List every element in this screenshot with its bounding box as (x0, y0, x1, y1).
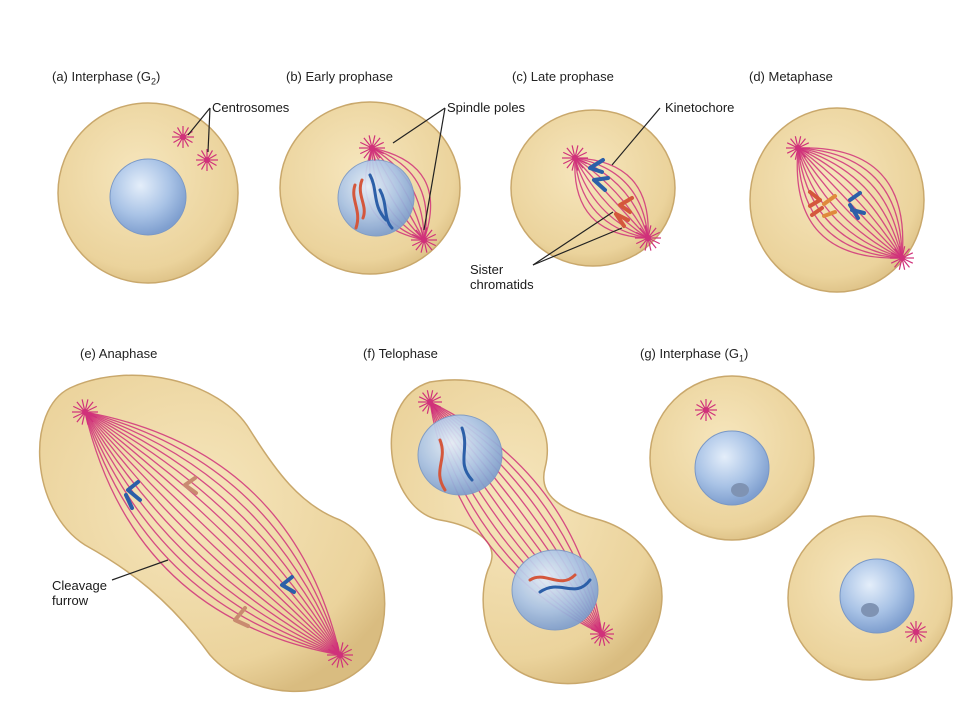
spindle-fiber-e (84, 411, 341, 656)
centrosome-a-1 (172, 126, 194, 148)
spindle-fiber-c (574, 157, 649, 239)
spindle-fiber-d (797, 147, 903, 259)
spindle-fiber-e (84, 411, 341, 656)
spindle-fiber-e (84, 411, 341, 656)
spindle-fiber-c (574, 157, 649, 239)
spindle-fiber-e (84, 411, 341, 656)
nucleus-a (109, 158, 187, 236)
spindle-pole-b-1 (359, 135, 385, 161)
chromosomes-f (438, 426, 592, 594)
chromosomes-c (588, 158, 634, 228)
callout-centrosomes: Centrosomes (212, 100, 290, 115)
nucleus-f-lower (511, 549, 599, 631)
spindle-fiber-d (796, 147, 903, 259)
nucleolus-g-upper (731, 483, 749, 497)
spindle-pole-c-2 (635, 225, 661, 251)
centrosome-g-upper (695, 399, 717, 421)
nucleus-f-upper (417, 414, 503, 496)
chromosomes-b (352, 173, 394, 230)
spindle-fiber-e (84, 411, 341, 656)
spindle-pole-e-1 (72, 399, 98, 425)
panel-title-b: (b) Early prophase (286, 69, 393, 84)
spindle-fiber-c (574, 157, 649, 239)
chromosomes-d (808, 190, 866, 220)
spindle-fiber-c (574, 157, 649, 239)
spindle-fiber-c (574, 157, 649, 239)
spindle-fiber-d (797, 147, 903, 259)
panel-title-c: (c) Late prophase (512, 69, 614, 84)
callout-cleavage-furrow: Cleavage furrow (52, 578, 107, 608)
spindle-fiber-c (574, 157, 649, 239)
nucleolus-g-lower (861, 603, 879, 617)
spindle-fiber-e (84, 411, 341, 656)
callout-spindle-poles: Spindle poles (447, 100, 526, 115)
spindle-pole-f-1 (418, 390, 442, 414)
spindle-fiber-e (84, 411, 341, 656)
spindle-pole-d-1 (786, 136, 810, 160)
spindle-fiber-e (84, 411, 341, 656)
panel-title-g: (g) Interphase (G1) (640, 346, 749, 364)
spindle-pole-c-1 (562, 145, 588, 171)
spindle-fiber-e (84, 411, 341, 656)
chromosomes-e (124, 476, 296, 628)
spindle-pole-e-2 (327, 642, 353, 668)
nucleus-g-lower (839, 558, 915, 634)
centrosome-a-2 (196, 149, 218, 171)
spindle-fiber-d (797, 147, 903, 259)
spindle-poles (72, 126, 927, 668)
panel-title-f: (f) Telophase (363, 346, 438, 361)
spindle-fiber-b (371, 147, 432, 241)
spindle-fiber-d (797, 147, 904, 259)
panel-title-a: (a) Interphase (G2) (52, 69, 161, 87)
spindle-fiber-c (574, 157, 649, 239)
spindle-pole-f-2 (590, 622, 614, 646)
panel-title-e: (e) Anaphase (80, 346, 158, 361)
spindle-fiber-d (797, 147, 903, 259)
callout-lines (111, 107, 661, 581)
nucleus-g-upper (694, 430, 770, 506)
spindle-fiber-e (84, 411, 341, 656)
spindle-fiber-e (84, 411, 341, 656)
spindle-fiber-e (84, 411, 341, 656)
spindle-fiber-d (797, 147, 903, 259)
spindle-pole-b-2 (411, 227, 437, 253)
spindle-fiber-d (797, 147, 903, 259)
spindle-fiber-b (371, 147, 427, 241)
callout-sister-chromatids: Sister chromatids (470, 262, 534, 292)
centrosome-g-lower (905, 621, 927, 643)
spindle-fiber-e (84, 411, 341, 656)
spindle-pole-d-2 (890, 246, 914, 270)
panel-title-d: (d) Metaphase (749, 69, 833, 84)
spindle-fiber-e (84, 411, 341, 656)
cell-c (510, 109, 676, 267)
spindle-fiber-d (797, 147, 903, 259)
spindle-fiber-d (797, 147, 903, 259)
callout-kinetochore: Kinetochore (665, 100, 735, 115)
spindle-fiber-e (84, 411, 341, 656)
